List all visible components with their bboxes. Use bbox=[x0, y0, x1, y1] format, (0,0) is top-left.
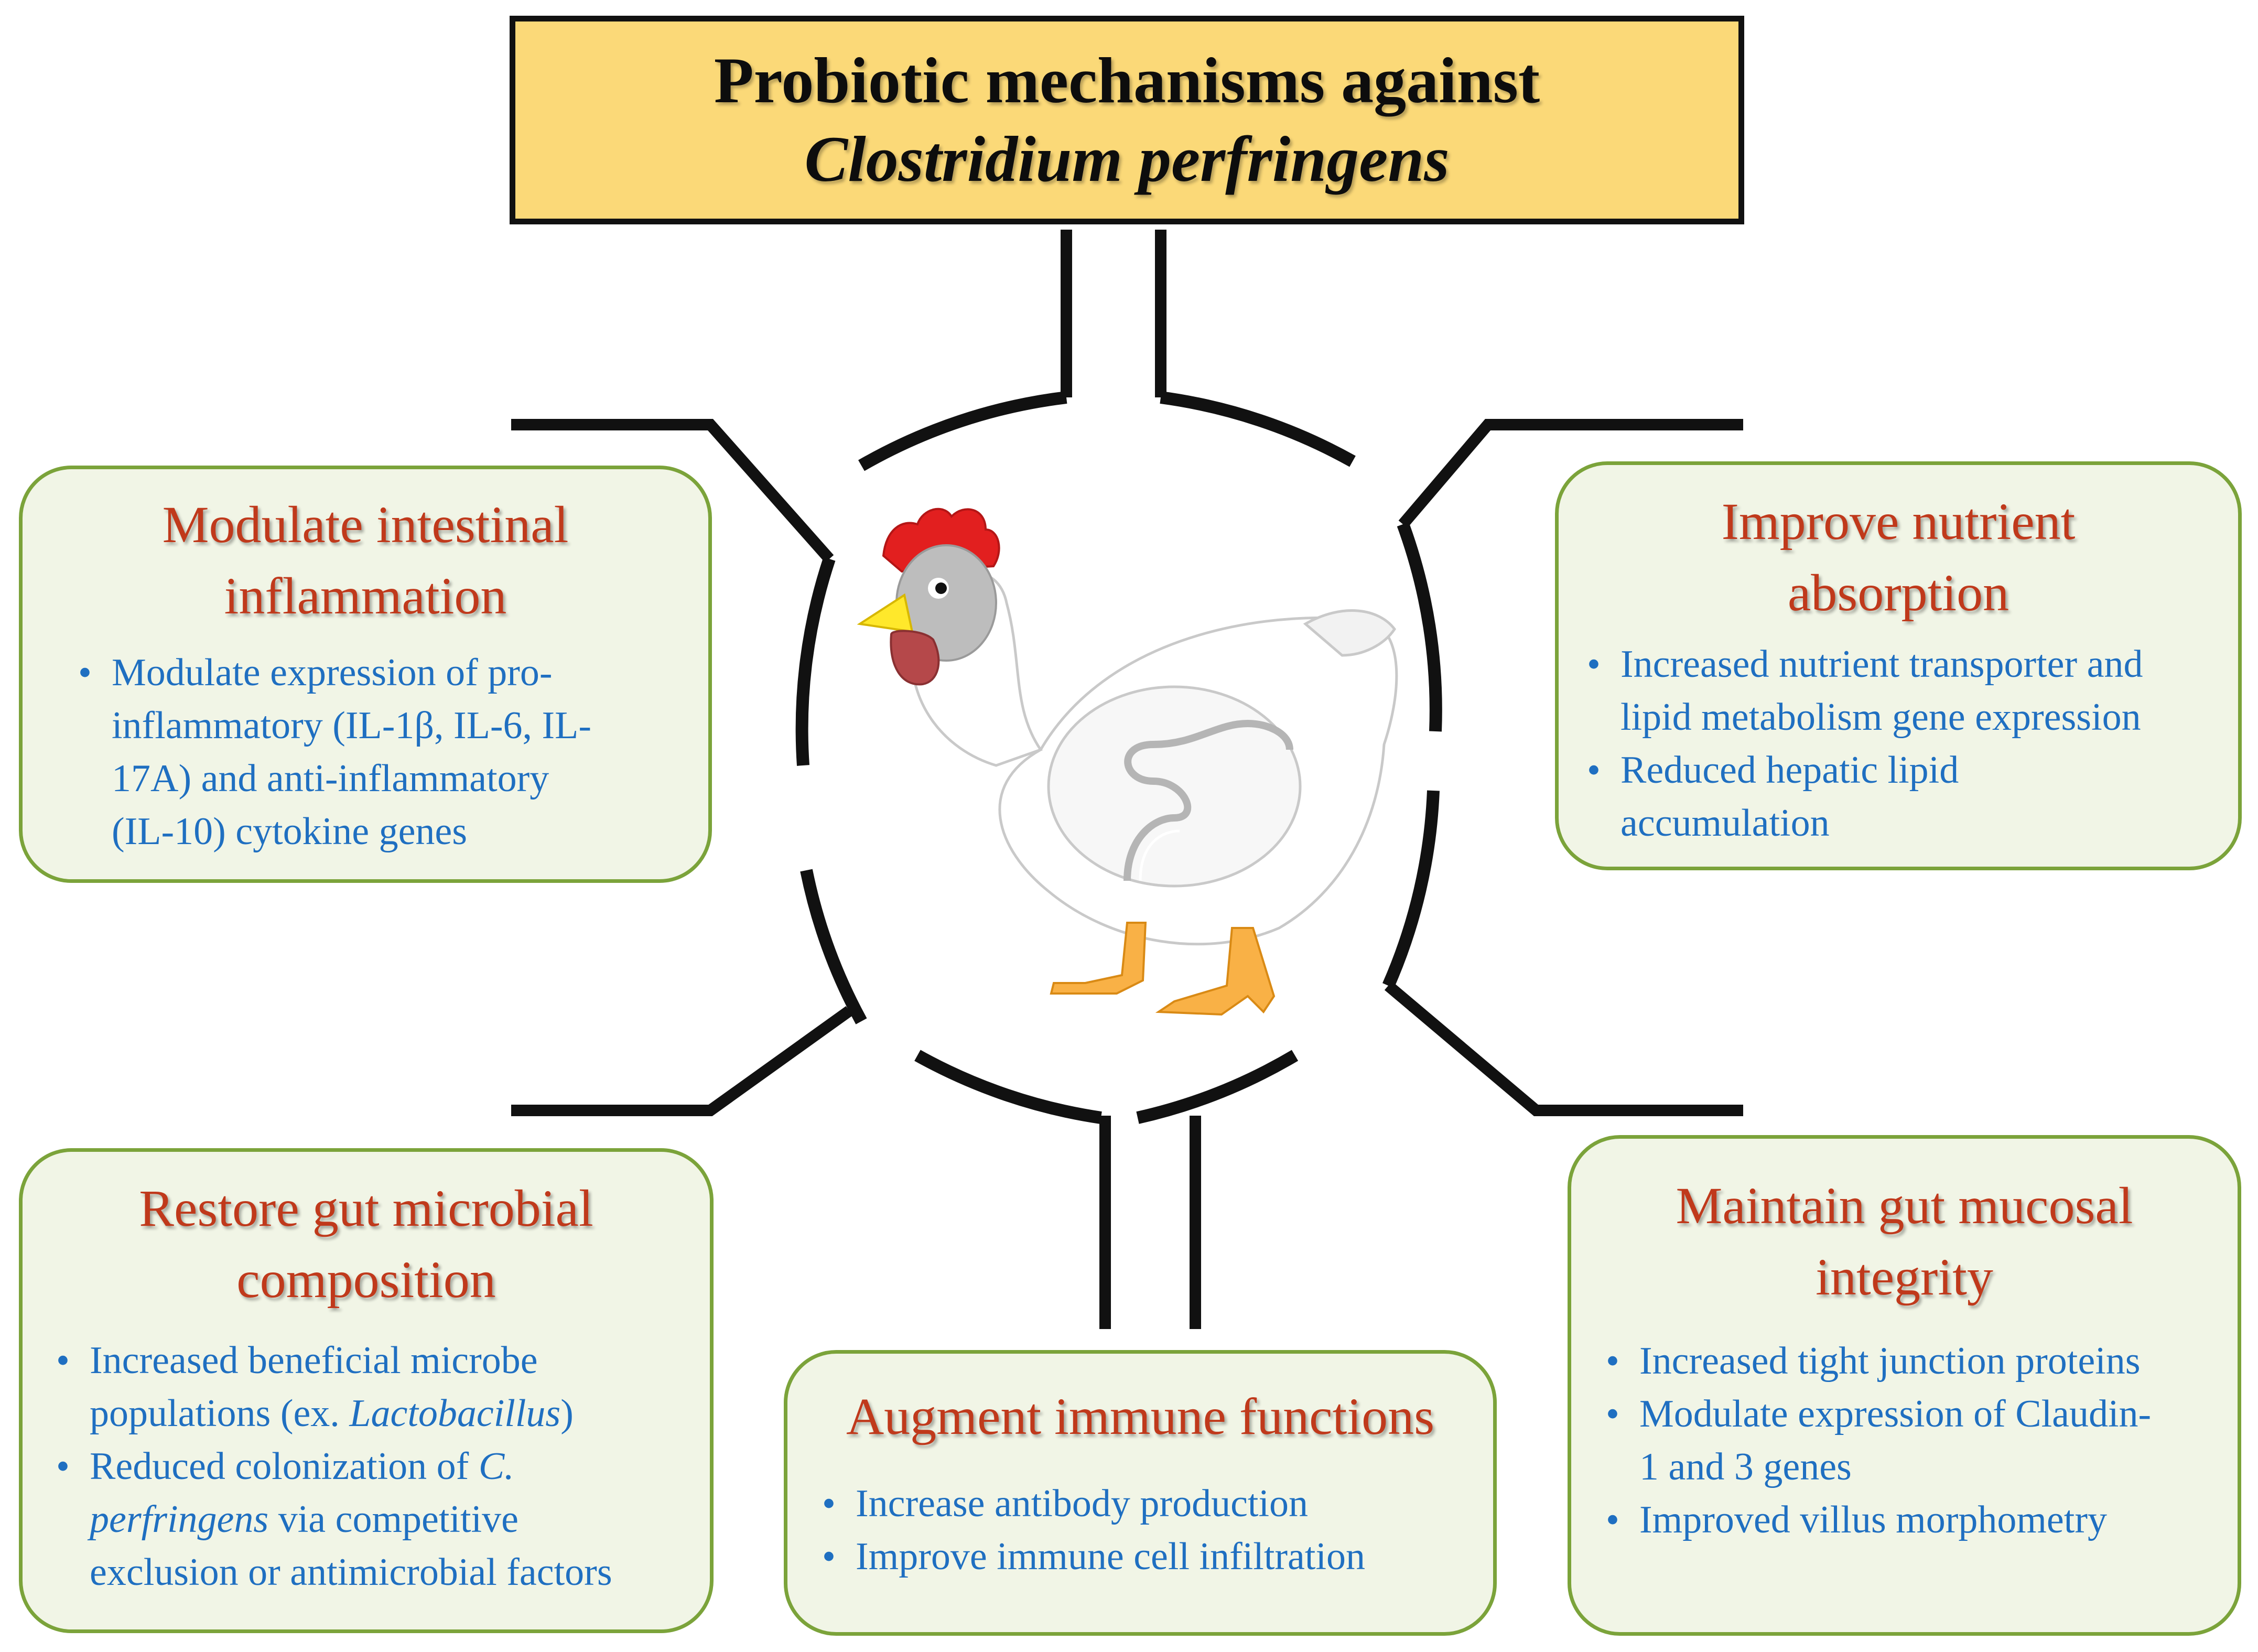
nutrient-bullets: Increased nutrient transporter and lipid… bbox=[1559, 638, 2238, 850]
inflammation-heading: Modulate intestinal inflammation bbox=[162, 495, 569, 625]
nutrient-box: Improve nutrient absorption Increased nu… bbox=[1555, 461, 2242, 870]
center-circle bbox=[795, 391, 1442, 1124]
microbial-bullets: Increased beneficial microbe populations… bbox=[23, 1334, 710, 1599]
connector-paths bbox=[511, 230, 1743, 1329]
list-item: Modulate expression of Claudin- 1 and 3 … bbox=[1593, 1388, 2238, 1494]
title-box: Probiotic mechanisms against Clostridium… bbox=[510, 16, 1744, 224]
list-item: Increase antibody production bbox=[809, 1477, 1493, 1530]
mucosal-heading: Maintain gut mucosal integrity bbox=[1676, 1176, 2133, 1306]
list-item: Increased nutrient transporter and lipid… bbox=[1574, 638, 2238, 744]
title-line-2: Clostridium perfringens bbox=[804, 123, 1450, 195]
list-item: Increased tight junction proteins bbox=[1593, 1335, 2238, 1388]
nutrient-heading: Improve nutrient absorption bbox=[1721, 492, 2076, 622]
mucosal-bullets: Increased tight junction proteins Modula… bbox=[1571, 1335, 2238, 1547]
microbial-box: Restore gut microbial composition Increa… bbox=[19, 1148, 714, 1633]
mucosal-box: Maintain gut mucosal integrity Increased… bbox=[1568, 1135, 2241, 1636]
list-item: Improved villus morphometry bbox=[1593, 1494, 2238, 1547]
list-item: Reduced hepatic lipid accumulation bbox=[1574, 744, 2238, 850]
microbial-heading: Restore gut microbial composition bbox=[139, 1179, 593, 1309]
list-item: Modulate expression of pro- inflammatory… bbox=[66, 646, 708, 858]
immune-bullets: Increase antibody production Improve imm… bbox=[787, 1477, 1493, 1583]
list-item: Reduced colonization of C. perfringens v… bbox=[44, 1440, 710, 1599]
chicken-icon bbox=[857, 508, 1398, 1016]
immune-box: Augment immune functions Increase antibo… bbox=[784, 1350, 1497, 1636]
list-item: Improve immune cell infiltration bbox=[809, 1530, 1493, 1583]
inflammation-bullets: Modulate expression of pro- inflammatory… bbox=[23, 646, 708, 858]
list-item: Increased beneficial microbe populations… bbox=[44, 1334, 710, 1440]
title-line-1: Probiotic mechanisms against bbox=[714, 45, 1540, 116]
inflammation-box: Modulate intestinal inflammation Modulat… bbox=[19, 466, 712, 883]
immune-heading: Augment immune functions bbox=[846, 1387, 1435, 1445]
